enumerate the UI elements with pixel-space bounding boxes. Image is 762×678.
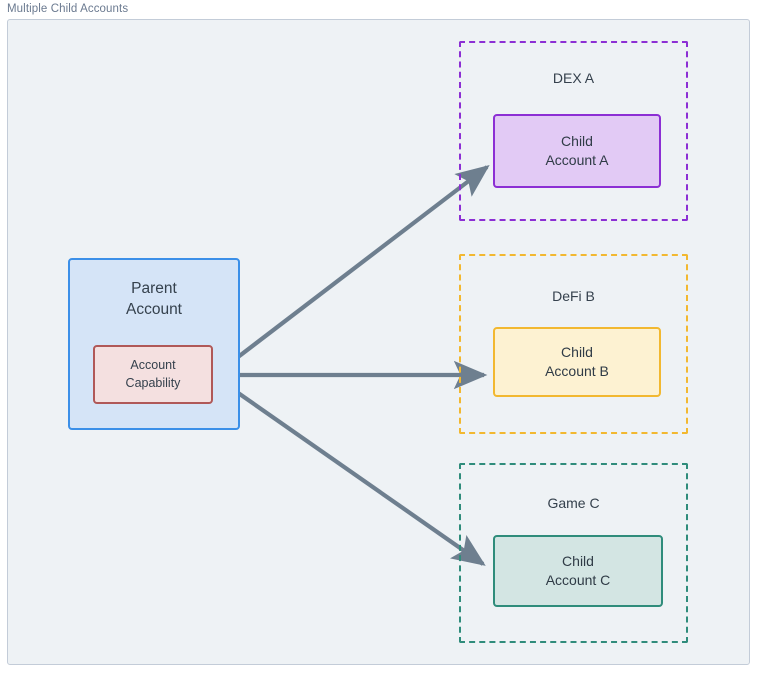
- account-capability-node[interactable]: Account Capability: [93, 345, 213, 404]
- child-account-a-label-line1: Child: [561, 132, 593, 149]
- account-capability-label-line1: Account: [130, 358, 176, 373]
- child-account-c-node[interactable]: Child Account C: [493, 535, 663, 607]
- group-game-c-title: Game C: [547, 495, 600, 511]
- account-capability-label-line2: Capability: [125, 375, 181, 390]
- child-account-c-label-line2: Account C: [545, 572, 611, 588]
- parent-account-label-line2: Account: [125, 301, 182, 319]
- frame-title: Multiple Child Accounts: [7, 3, 129, 15]
- child-account-b-node[interactable]: Child Account B: [493, 327, 661, 397]
- group-dex-a-title: DEX A: [552, 70, 595, 86]
- parent-account-node[interactable]: Parent Account: [68, 258, 240, 430]
- parent-account-label-line1: Parent: [131, 280, 177, 297]
- group-defi-b-title: DeFi B: [552, 288, 595, 304]
- child-account-b-label-line2: Account B: [545, 363, 609, 379]
- child-account-c-label-line1: Child: [562, 552, 594, 569]
- group-dex-a: DEX A: [459, 41, 688, 221]
- child-account-a-label-line2: Account A: [545, 152, 609, 168]
- child-account-a-node[interactable]: Child Account A: [493, 114, 661, 188]
- group-defi-b: DeFi B: [459, 254, 688, 434]
- child-account-b-label-line1: Child: [561, 343, 593, 360]
- group-game-c: Game C: [459, 463, 688, 643]
